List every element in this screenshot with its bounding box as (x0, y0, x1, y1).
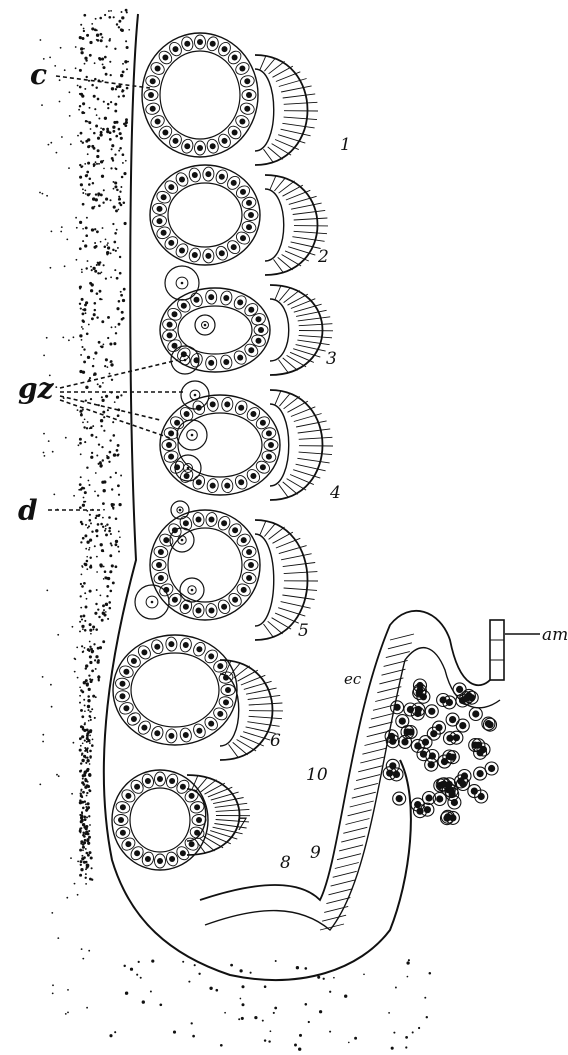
germ-cells (134, 265, 216, 620)
body-outline (102, 13, 412, 981)
segment-number-3: 3 (326, 349, 337, 369)
segment-number-10: 10 (306, 765, 328, 785)
segment-number-8: 8 (280, 853, 291, 873)
amnion-strip (489, 619, 505, 681)
segment-number-4: 4 (329, 483, 341, 503)
label-d: d (18, 494, 38, 527)
mesoderm-stipple (39, 8, 432, 1051)
columnar-epithelium (186, 54, 501, 931)
segment-number-9: 9 (310, 843, 321, 863)
leader-lines (48, 75, 540, 635)
segment-number-1: 1 (340, 135, 351, 155)
coelom-sacs (111, 32, 281, 871)
label-gz: gz (18, 372, 55, 405)
segment-number-7: 7 (236, 815, 247, 835)
label-c: c (30, 58, 47, 91)
label-am: am (542, 625, 568, 645)
segment-number-6: 6 (270, 731, 281, 751)
label-ec: ec (344, 670, 362, 688)
yolk-cell-cluster (382, 678, 499, 826)
segment-number-2: 2 (317, 247, 329, 267)
segment-number-5: 5 (298, 621, 309, 641)
